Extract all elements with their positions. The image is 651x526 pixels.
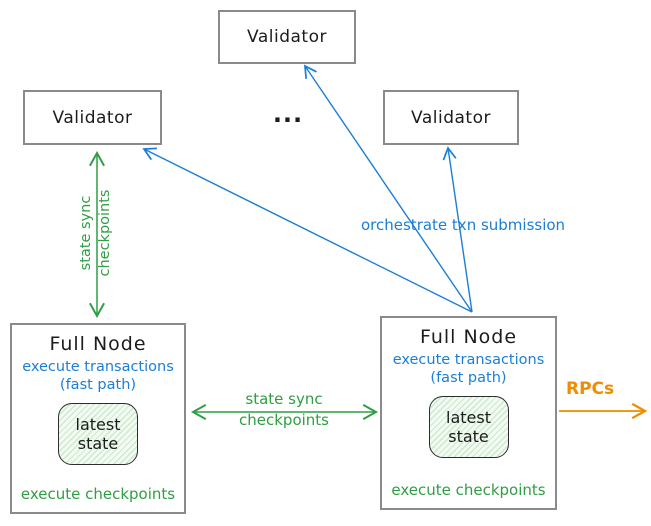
full-node-box-left: Full Node execute transactions (fast pat… [10,323,186,514]
state-sync-label-line2: checkpoints [97,189,113,277]
execute-transactions-text: execute transactions [392,352,545,368]
latest-state-line1: latest [446,408,491,427]
fast-path-text: (fast path) [59,377,137,393]
validator-label: Validator [247,27,327,47]
state-sync-label-line2: checkpoints [239,411,329,429]
orchestrate-txn-label: orchestrate txn submission [361,216,566,234]
state-sync-label-line1: state sync [245,390,323,408]
execute-transactions-text: execute transactions [22,359,174,375]
state-sync-vertical-label: state sync checkpoints [77,178,117,288]
rpcs-label: RPCs [566,379,615,399]
state-sync-label-line1: state sync [78,195,94,271]
full-node-box-right: Full Node execute transactions (fast pat… [380,316,557,510]
execute-checkpoints-text: execute checkpoints [20,485,176,503]
execute-checkpoints-text: execute checkpoints [391,481,546,499]
validator-label: Validator [411,107,491,128]
full-node-title: Full Node [49,333,147,355]
full-node-fast-path-text: execute transactions (fast path) [22,358,174,394]
validator-box-left: Validator [23,90,162,145]
full-node-title: Full Node [419,326,518,348]
latest-state-box: latest state [428,396,509,458]
validators-ellipsis: ... [272,100,304,128]
latest-state-line1: latest [75,415,121,434]
latest-state-box: latest state [58,403,138,465]
validator-box-right: Validator [383,90,519,145]
fast-path-text: (fast path) [430,370,507,386]
validator-label: Validator [52,107,133,128]
full-node-fast-path-text: execute transactions (fast path) [393,351,545,387]
latest-state-line2: state [77,434,119,453]
state-sync-horizontal-label: state sync checkpoints [214,389,354,431]
validator-box-top: Validator [218,10,356,64]
latest-state-line2: state [448,427,489,446]
